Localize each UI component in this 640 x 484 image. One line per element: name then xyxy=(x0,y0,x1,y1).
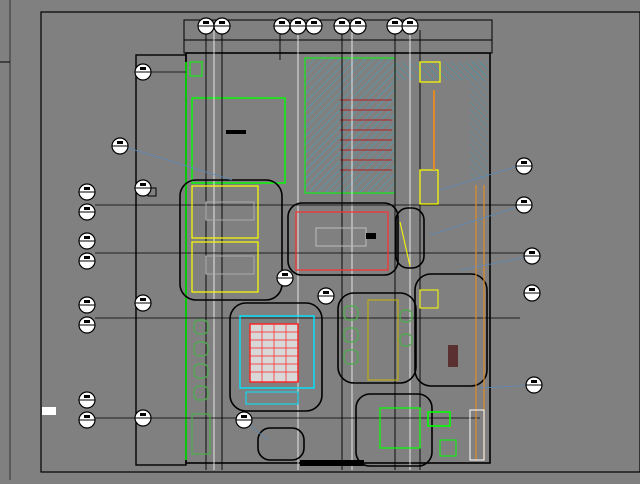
zone-boardroom xyxy=(287,202,399,276)
callout-left-1[interactable] xyxy=(78,183,96,201)
zone-east xyxy=(414,273,488,387)
callout-left-8[interactable] xyxy=(78,411,96,429)
callout-right-6[interactable] xyxy=(134,409,152,427)
callout-left-2[interactable] xyxy=(78,203,96,221)
callout-top-2[interactable] xyxy=(213,17,231,35)
callout-left-7[interactable] xyxy=(78,391,96,409)
zone-theater xyxy=(229,302,323,412)
callout-left-11[interactable] xyxy=(134,179,152,197)
callout-top-1[interactable] xyxy=(197,17,215,35)
seating-grid-north xyxy=(340,99,392,171)
callout-top-12[interactable] xyxy=(317,287,335,305)
callout-top-5[interactable] xyxy=(333,17,351,35)
callout-top-8[interactable] xyxy=(401,17,419,35)
callout-left-5[interactable] xyxy=(78,296,96,314)
callout-top-11[interactable] xyxy=(276,269,294,287)
callout-top-9[interactable] xyxy=(305,17,323,35)
callout-right-2[interactable] xyxy=(515,196,533,214)
callout-top-4[interactable] xyxy=(289,17,307,35)
callout-top-10[interactable] xyxy=(235,411,253,429)
callout-left-10[interactable] xyxy=(134,63,152,81)
callout-left-6[interactable] xyxy=(78,316,96,334)
selection-marker[interactable] xyxy=(42,407,56,415)
callout-right-5[interactable] xyxy=(525,376,543,394)
callout-top-7[interactable] xyxy=(386,17,404,35)
callout-right-1[interactable] xyxy=(515,157,533,175)
callout-left-3[interactable] xyxy=(78,232,96,250)
callout-left-4[interactable] xyxy=(78,252,96,270)
callout-top-3[interactable] xyxy=(273,17,291,35)
callout-left-12[interactable] xyxy=(134,294,152,312)
callout-top-6[interactable] xyxy=(349,17,367,35)
zone-lounge xyxy=(337,292,417,384)
north-room-green xyxy=(191,97,286,184)
callout-right-3[interactable] xyxy=(523,247,541,265)
callout-right-4[interactable] xyxy=(523,284,541,302)
drawing-frame xyxy=(40,11,640,473)
callout-left-9[interactable] xyxy=(111,137,129,155)
